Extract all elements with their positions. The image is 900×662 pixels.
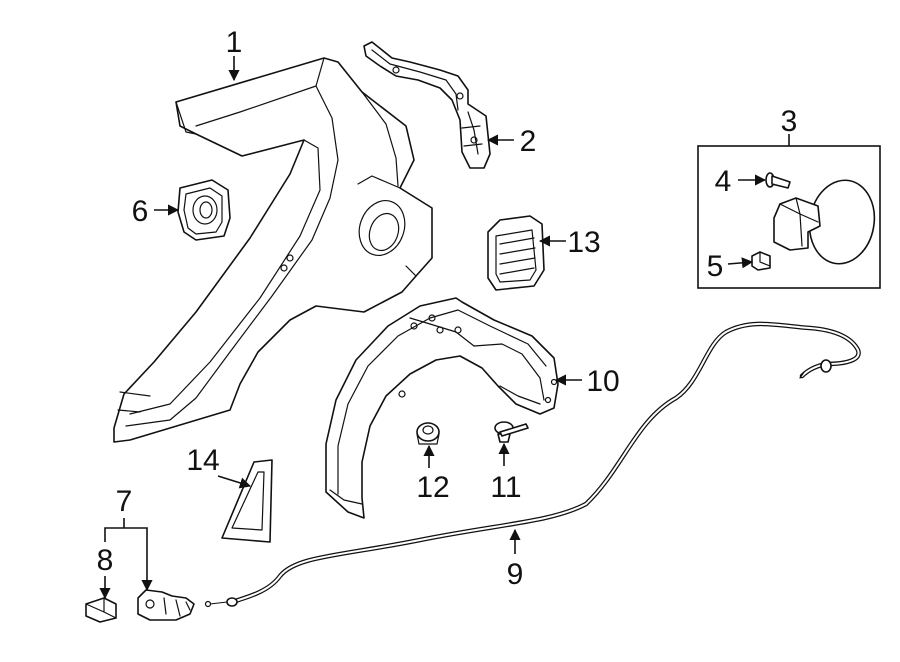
small-clip-part xyxy=(751,251,771,271)
cap-part xyxy=(85,597,117,623)
callout-14: 14 xyxy=(186,444,219,477)
callout-2: 2 xyxy=(520,125,537,158)
callout-9: 9 xyxy=(507,558,524,591)
callout-labels: 1 2 3 4 5 6 7 8 9 10 11 12 13 14 xyxy=(97,26,798,591)
callout-1: 1 xyxy=(226,26,243,59)
callout-7: 7 xyxy=(116,485,133,518)
callout-13: 13 xyxy=(567,226,600,259)
fuel-door-part xyxy=(773,179,876,265)
callout-12: 12 xyxy=(416,471,449,504)
vent-grille-part xyxy=(487,215,545,291)
callout-4: 4 xyxy=(715,165,732,198)
callout-11: 11 xyxy=(490,471,521,504)
quarter-panel-part xyxy=(113,57,433,443)
clip-part xyxy=(494,421,529,443)
bracket-part xyxy=(363,41,491,169)
callout-6: 6 xyxy=(132,195,149,228)
screw-part xyxy=(765,172,791,189)
fuel-door-housing-part xyxy=(177,179,231,241)
callout-10: 10 xyxy=(586,365,619,398)
actuator-part xyxy=(137,589,195,621)
leader-5 xyxy=(727,257,754,269)
release-cable-part xyxy=(204,321,861,608)
callout-5: 5 xyxy=(707,250,724,283)
leader-14 xyxy=(217,475,252,489)
callout-8: 8 xyxy=(97,544,114,577)
leader-7-bracket xyxy=(104,527,153,592)
nut-part xyxy=(416,422,440,445)
wheel-liner-part xyxy=(325,297,559,519)
leader-lines xyxy=(99,56,790,600)
trim-part xyxy=(221,459,273,543)
callout-3: 3 xyxy=(781,105,798,138)
